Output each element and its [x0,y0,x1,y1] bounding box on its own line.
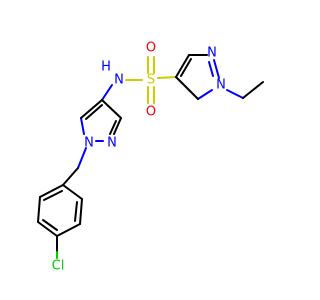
bond-nh-c4left [101,84,113,101]
pyrazole-right-n1-label: N [216,78,226,93]
bond-n1-c5 [197,89,213,100]
bond-c4-c3-left [101,99,122,119]
pyrazole-left-n2-label: N [107,136,117,151]
bond-c5-c4-left-dbl [85,104,103,120]
bond-benz-1-dbl [43,190,63,201]
bond-n1-c5-left [80,117,85,135]
bond-n2-n1 [213,59,220,79]
bond-n1-ethyl [226,89,244,99]
bond-n1-ch2 [77,147,87,169]
oxygen-top-label: O [146,41,156,56]
pyrazole-left-n1-label: N [84,136,94,151]
bond-benz-5-dbl [74,201,78,222]
bond-benz-1 [39,184,64,198]
bond-benz-2 [37,196,41,223]
pyrazole-right-n-top-label: N [207,46,217,61]
bond-c4-c3 [175,54,190,78]
molecule-structure: S O O N H N N N N Cl [37,41,264,274]
bond-c3-n2-left [113,117,122,135]
bond-benz-3 [37,221,58,237]
sulfur-label: S [147,73,155,88]
bond-c5-c4 [175,76,199,100]
bonds [37,54,264,259]
bond-benz-5 [79,198,83,225]
bond-c3-n2-left-dbl [109,120,117,135]
bond-benz-3-dbl [42,219,58,231]
bond-benz-4 [56,223,81,237]
bond-ch2-ring [62,167,79,186]
bond-s-c4 [157,76,177,79]
oxygen-bottom-label: O [146,105,156,120]
bond-c5-c4-left [80,99,103,119]
bond-benz-6 [62,184,83,200]
bond-ethyl [242,81,264,99]
bond-n2-n1-dbl [208,61,214,77]
amide-n-label: N [114,73,124,88]
bond-c4-c3-inner [180,58,192,77]
chlorine-label: Cl [52,259,65,274]
amide-h-label: H [101,60,111,75]
atom-labels: S O O N H N N N N Cl [52,41,226,274]
